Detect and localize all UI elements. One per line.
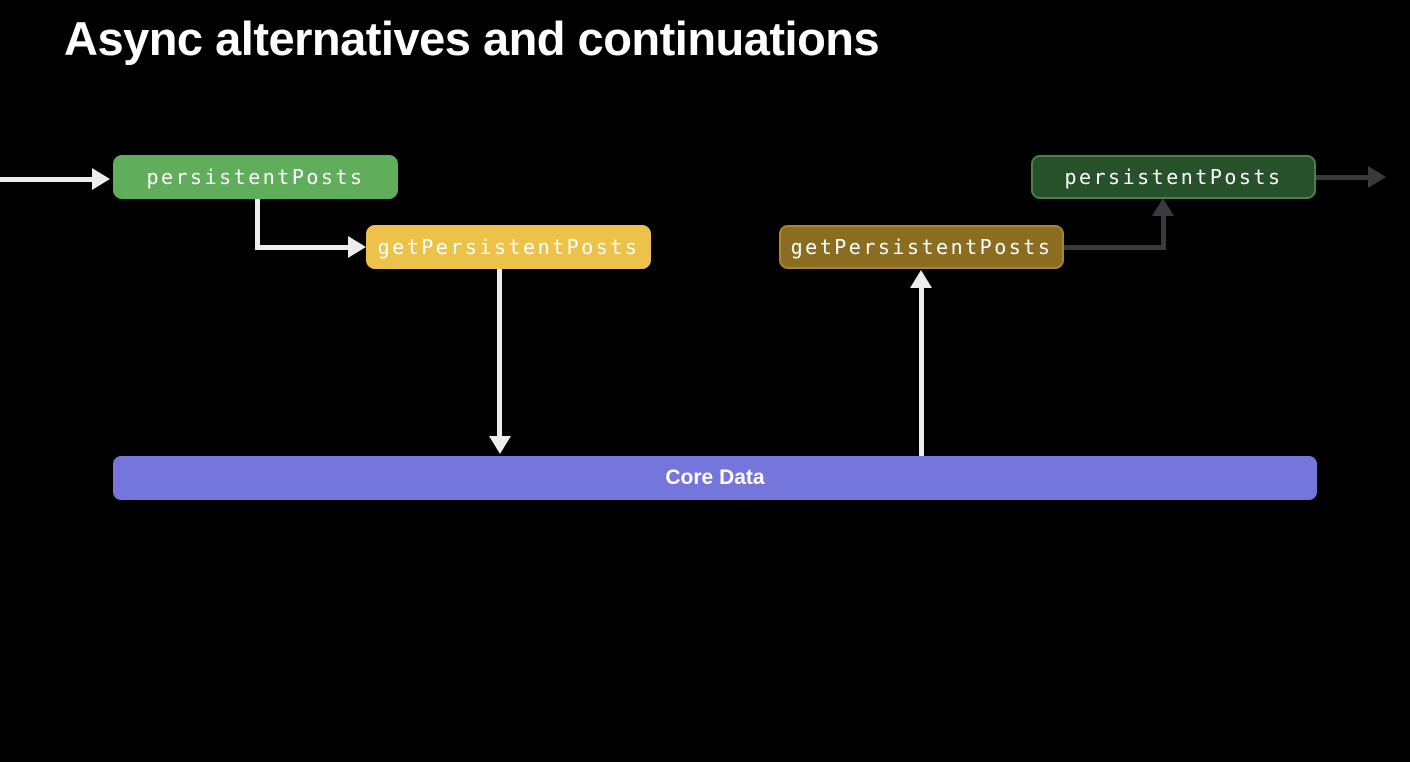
arrow-coredata-to-get-head-icon [910,270,932,288]
node-label: getPersistentPosts [377,235,640,259]
node-get-persistent-posts-right: getPersistentPosts [779,225,1064,269]
node-get-persistent-posts-left: getPersistentPosts [366,225,651,269]
arrow-persistent-to-get-vertical-line [255,198,260,247]
arrow-get-to-coredata-head-icon [489,436,511,454]
arrow-flow-out-head-icon [1368,166,1386,188]
node-label: getPersistentPosts [790,235,1053,259]
arrow-flow-out-line [1316,175,1368,180]
node-label: Core Data [665,466,765,489]
arrow-persistent-to-get-head-icon [348,236,366,258]
arrow-persistent-to-get-horizontal-line [255,245,348,250]
node-core-data: Core Data [113,456,1317,500]
slide-title: Async alternatives and continuations [64,12,880,65]
node-persistent-posts-left: persistentPosts [113,155,398,199]
arrow-get-to-persistent-head-icon [1152,198,1174,216]
arrow-coredata-to-get-line [919,288,924,456]
arrow-flow-in-line [0,177,92,182]
node-persistent-posts-right: persistentPosts [1031,155,1316,199]
arrow-get-to-persistent-horizontal-line [1064,245,1166,250]
arrow-get-to-coredata-line [497,269,502,436]
node-label: persistentPosts [1064,165,1283,189]
arrow-get-to-persistent-vertical-line [1161,216,1166,250]
node-label: persistentPosts [146,165,365,189]
arrow-flow-in-head-icon [92,168,110,190]
